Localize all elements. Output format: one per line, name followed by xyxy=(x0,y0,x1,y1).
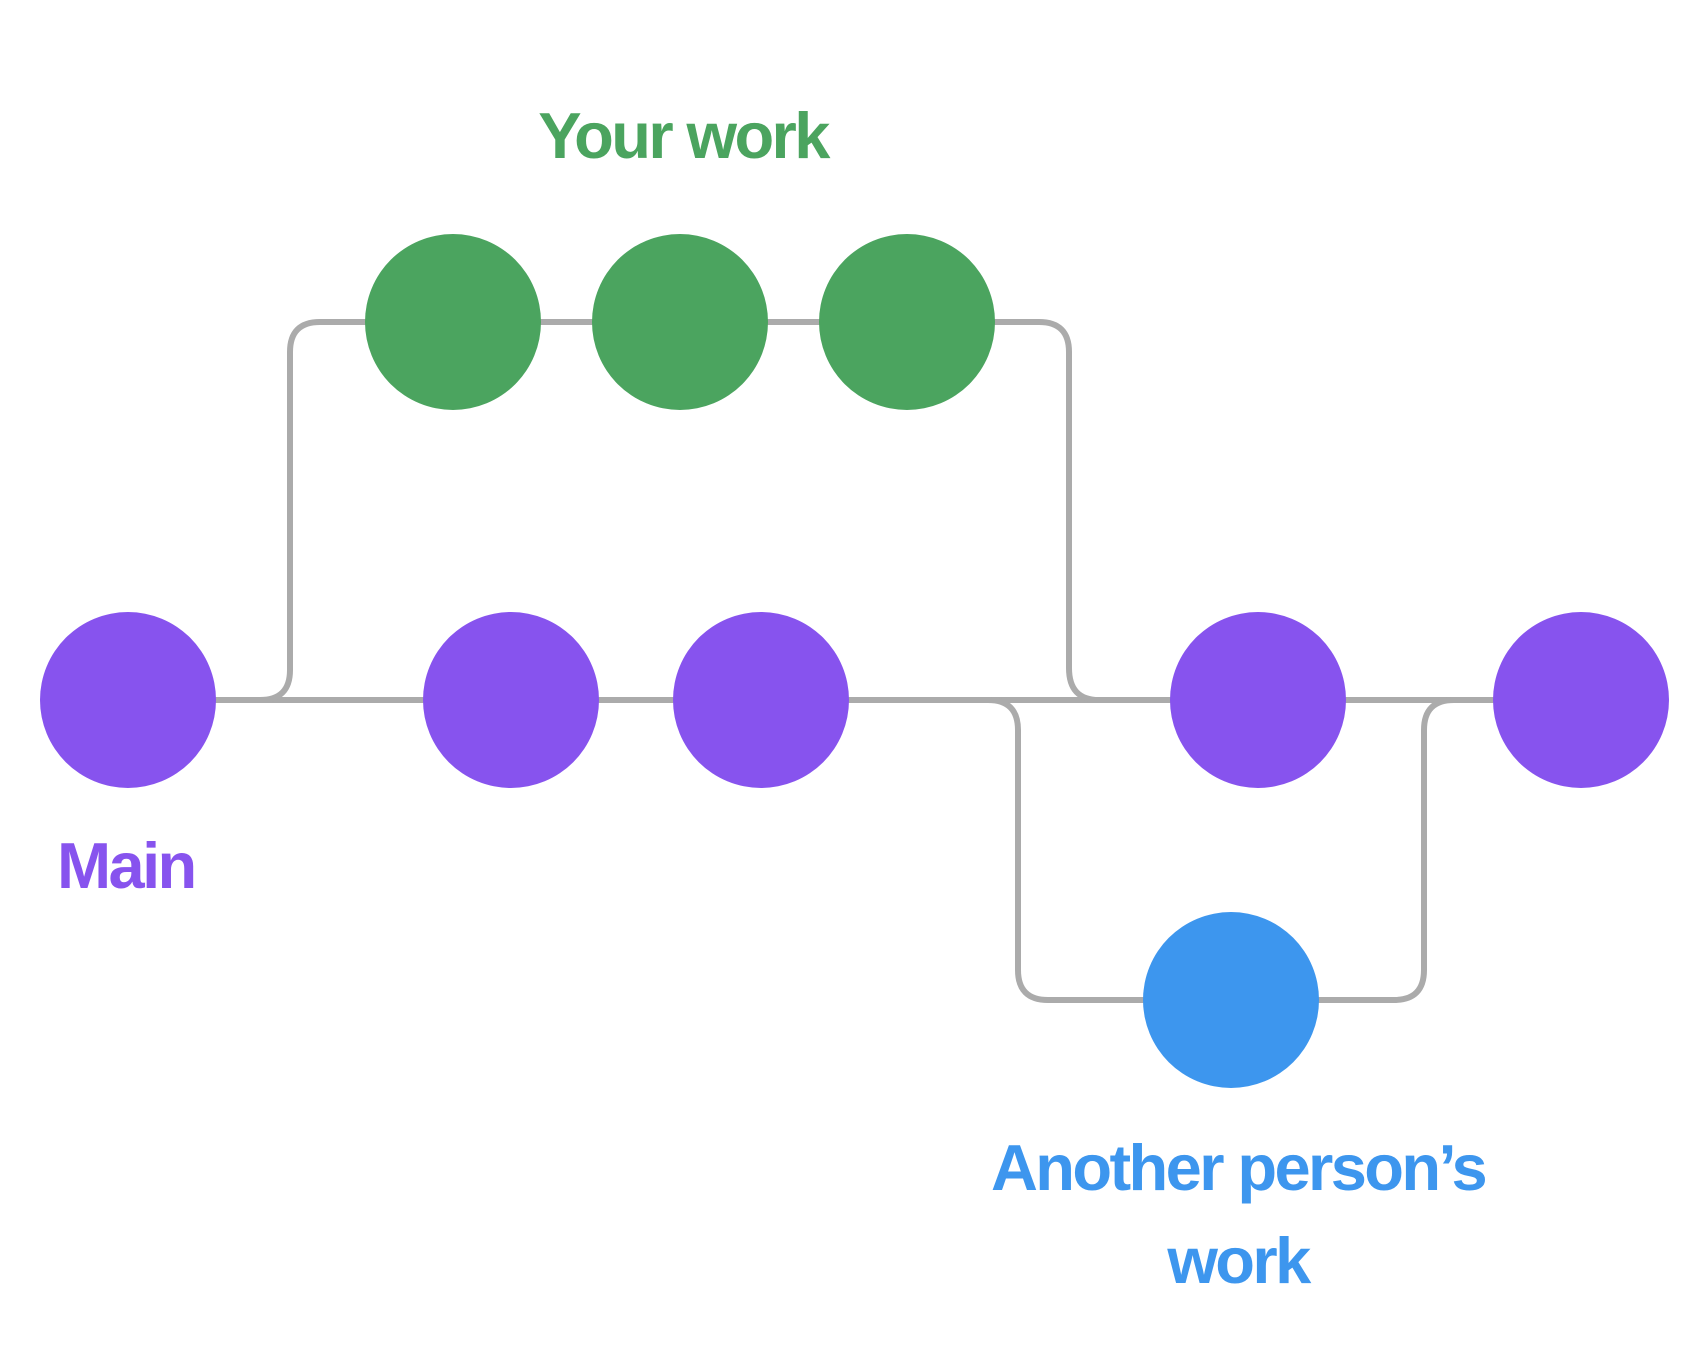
label-another-persons-work-line2: work xyxy=(1167,1224,1311,1297)
label-another-persons-work: Another person’s work xyxy=(990,1131,1488,1297)
commit-node-main xyxy=(1170,612,1346,788)
commit-node-another-person xyxy=(1143,912,1319,1088)
commit-node-your-work xyxy=(365,234,541,410)
commit-node-main xyxy=(673,612,849,788)
commit-node-your-work xyxy=(592,234,768,410)
label-your-work: Your work xyxy=(538,99,830,172)
label-main: Main xyxy=(57,829,197,902)
commit-node-main xyxy=(40,612,216,788)
commit-node-main xyxy=(423,612,599,788)
label-another-persons-work-line1: Another person’s xyxy=(990,1131,1488,1204)
commit-node-main xyxy=(1493,612,1669,788)
commit-node-your-work xyxy=(819,234,995,410)
